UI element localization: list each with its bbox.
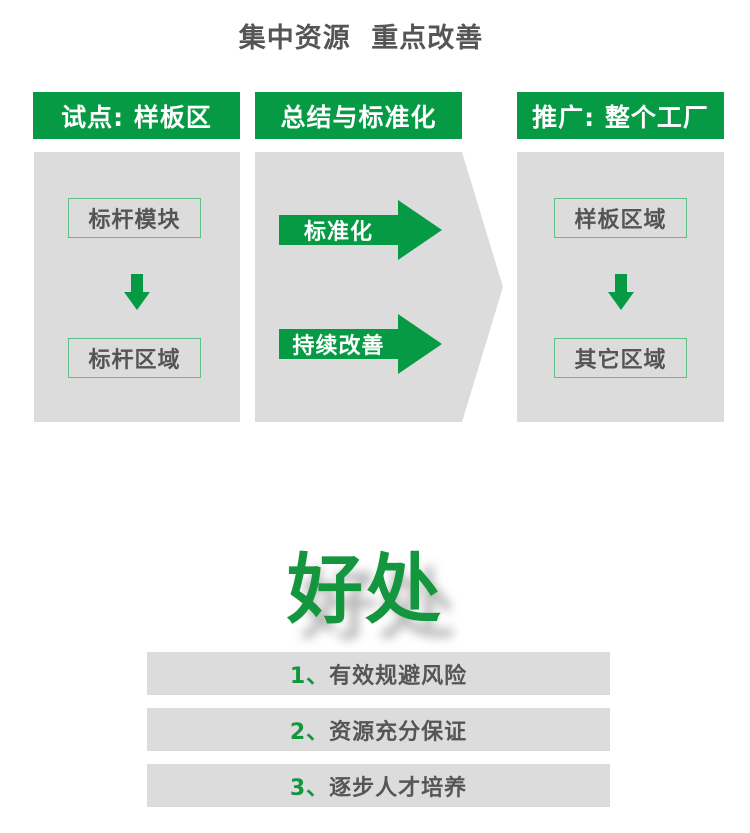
benefit-item: 2、资源充分保证: [147, 708, 610, 751]
arrow-label-standardize: 标准化: [303, 220, 373, 245]
benefit-text: 资源充分保证: [329, 719, 468, 745]
benefit-text: 逐步人才培养: [329, 775, 468, 801]
box-model-area: 样板区域: [554, 198, 687, 238]
benefit-number: 3、: [289, 775, 330, 801]
header-rollout: 推广: 整个工厂: [517, 92, 724, 139]
page-title: 集中资源 重点改善: [238, 23, 484, 54]
arrow-right-icon: [279, 200, 442, 260]
box-benchmark-module: 标杆模块: [68, 198, 201, 238]
header-standardize: 总结与标准化: [255, 92, 462, 139]
benefit-number: 2、: [289, 719, 330, 745]
benefit-item: 1、有效规避风险: [147, 652, 610, 695]
arrow-right-icon: [279, 314, 442, 374]
panel-standardize: [255, 152, 503, 422]
arrow-down-icon: [124, 274, 150, 310]
benefit-number: 1、: [289, 663, 330, 689]
arrow-label-continuous-improvement: 持续改善: [292, 334, 385, 359]
box-other-areas: 其它区域: [554, 338, 687, 378]
header-pilot: 试点: 样板区: [33, 92, 240, 139]
benefit-item: 3、逐步人才培养: [147, 764, 610, 807]
arrow-down-icon: [608, 274, 634, 310]
box-benchmark-area: 标杆区域: [68, 338, 201, 378]
benefit-text: 有效规避风险: [329, 663, 468, 689]
benefits-heading: 好处: [287, 545, 443, 634]
